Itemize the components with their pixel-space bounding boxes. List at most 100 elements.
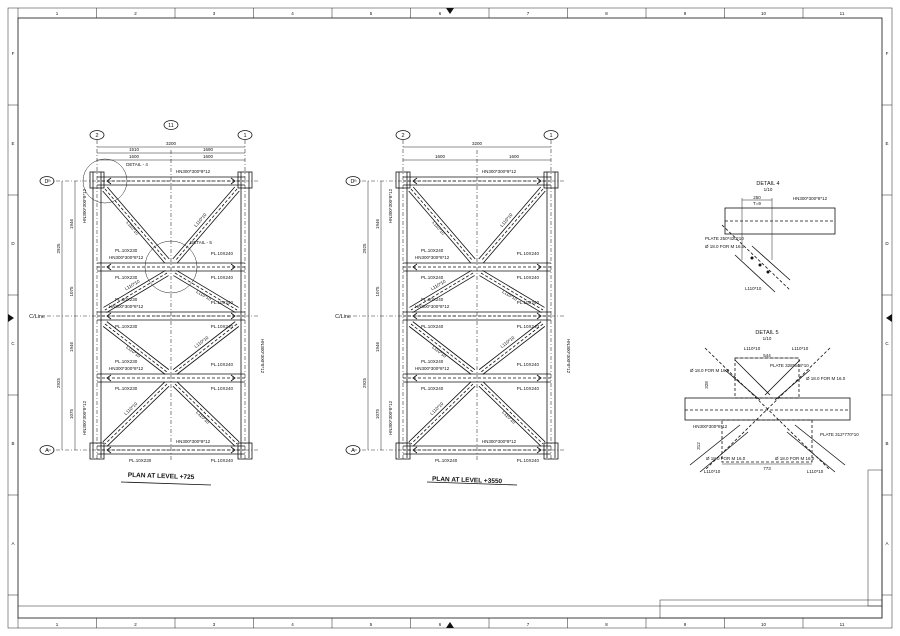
plate-label: PL.10X240 [517, 275, 540, 280]
detail-5-ref: DETAIL - 5 [190, 240, 212, 245]
dim-vertical: 1946 [375, 341, 380, 352]
bolt-hole [758, 263, 762, 267]
beam-label: HN300*300*8*12 [793, 196, 828, 201]
brace-edge [724, 369, 761, 401]
beam-arrow [106, 263, 112, 271]
brace-edge [408, 190, 472, 264]
brace-bolts [174, 383, 238, 445]
brace-bolts [104, 188, 168, 262]
ruler-column-label: 4 [291, 11, 294, 16]
beam-arrow [412, 446, 418, 454]
row-bubble-d: D' [350, 179, 355, 185]
brace-edge [103, 270, 166, 308]
brace-edge [482, 326, 546, 375]
beam-label: HN300*300*8*12 [109, 304, 144, 309]
ruler-row-label: D [11, 241, 15, 246]
dim-vertical: 1075 [375, 408, 380, 419]
grid-bubble-11-bubble [163, 120, 179, 130]
ruler-column-label: 9 [684, 11, 687, 16]
bolt-label: Ø 18.0 FOR M 16.0 [705, 244, 745, 249]
column-base [89, 442, 105, 460]
dim-vertical: 2925 [56, 377, 61, 388]
plate-label: PLATE 328*544*10 [770, 363, 809, 368]
ruler-column-label: 11 [840, 622, 845, 627]
brace-edge [176, 381, 240, 443]
beam-label: HN300*300*8*12 [693, 424, 728, 429]
ruler-row-label: E [885, 141, 888, 146]
brace-bolts [104, 383, 168, 445]
ruler-column-label: 6 [439, 11, 442, 16]
dim-total: 3200 [472, 141, 483, 146]
plate-label: PL.10X240 [211, 458, 234, 463]
dim-vertical: 1946 [69, 218, 74, 229]
column-cap [395, 171, 411, 189]
row-label-cline: C/Line [335, 314, 351, 320]
grid-bubble-1: 1 [243, 133, 246, 139]
row-label-cline: C/Line [29, 314, 45, 320]
brace-edge [408, 381, 472, 443]
plate-label: PL.10X240 [517, 300, 540, 305]
column-base [395, 442, 411, 460]
plate-label: PL.10X240 [211, 300, 234, 305]
beam-arrow [412, 374, 418, 382]
angle-label: L110*10 [744, 346, 761, 351]
ruler-row-label: B [885, 441, 888, 446]
beam-label: HN300*300*8*12 [415, 255, 450, 260]
plate-label: PL.10X240 [435, 458, 458, 463]
ruler-column-label: 7 [527, 11, 530, 16]
dim-sub-right: 1600 [509, 154, 520, 159]
plate-label: PL.10X230 [115, 359, 138, 364]
dim-vertical: 2925 [362, 377, 367, 388]
dim-sub-right: 1600 [203, 154, 214, 159]
beam-label: HN300*300*8*12 [109, 255, 144, 260]
brace-edge [412, 186, 476, 260]
beam-label: HN300*300*8*12 [388, 188, 393, 223]
brace-edge [408, 326, 472, 375]
brace-edge [172, 321, 236, 370]
beam-arrow [230, 446, 236, 454]
dim-vertical: 2925 [56, 243, 61, 254]
plate-label: PL.10X240 [517, 386, 540, 391]
beam-arrow [106, 312, 112, 320]
grid-bubble-2-bubble [395, 130, 411, 140]
plate-label: PL.10X240 [211, 324, 234, 329]
plate-label: PL.10X240 [421, 297, 444, 302]
plate-label: PL.10X240 [421, 324, 444, 329]
beam-label: HN300*300*8*12 [82, 400, 87, 435]
brace-edge [734, 254, 776, 293]
brace-bolts [480, 188, 544, 262]
dim-312: 312 [696, 442, 701, 450]
ruler-column-label: 7 [527, 622, 530, 627]
brace-edge [176, 270, 239, 308]
brace-edge [786, 431, 836, 473]
beam-arrow [230, 177, 236, 185]
grid-bubble-2: 2 [95, 133, 98, 139]
beam-label: HN300*300*8*12 [566, 339, 571, 374]
ruler-row-label: D [885, 241, 889, 246]
ruler-column-label: 3 [213, 622, 216, 627]
plate-label: PL.10X240 [421, 248, 444, 253]
beam-arrow [536, 312, 542, 320]
dim-vertical: 1075 [69, 286, 74, 297]
brace-edge [482, 381, 546, 443]
ruler-column-label: 3 [213, 11, 216, 16]
bolt-label: Ø 18.0 FOR M 16.0 [690, 368, 730, 373]
ruler-row-label: C [11, 341, 15, 346]
brace-edge [102, 190, 166, 264]
brace-bolts [480, 383, 544, 445]
cross-line [704, 347, 831, 471]
grid-bubble-1-bubble [543, 130, 559, 140]
detail-title: DETAIL 4 [756, 181, 779, 187]
ruler-column-label: 11 [840, 11, 845, 16]
brace-edge [106, 275, 169, 313]
brace-edge [172, 186, 236, 260]
column-base [543, 442, 559, 460]
plate-label: PL.10X240 [517, 362, 540, 367]
brace-label: L110*10 [430, 278, 447, 291]
plate-label: PL.10X230 [115, 275, 138, 280]
plate-label: PL.10X240 [211, 386, 234, 391]
